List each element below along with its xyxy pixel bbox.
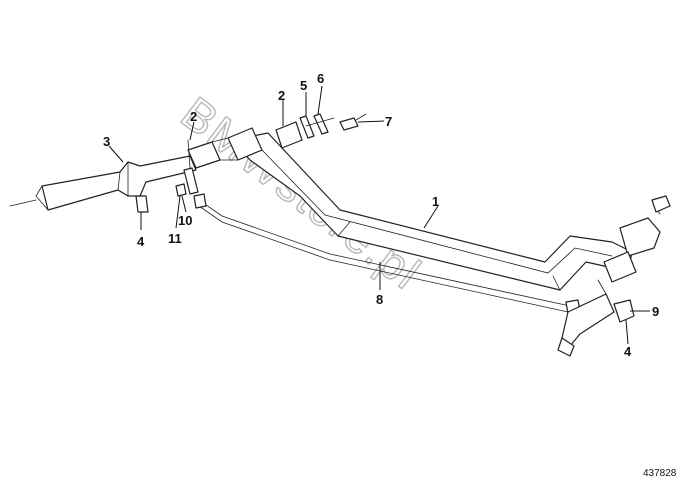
callout-4-left: 4: [137, 234, 145, 249]
callout-9: 9: [652, 304, 659, 319]
leader-lines: [108, 85, 650, 345]
callout-11: 11: [168, 231, 182, 246]
callout-1: 1: [432, 194, 439, 209]
right-grip-assembly: [557, 195, 671, 357]
top-clamp-parts: [275, 113, 367, 149]
callout-2-left: 2: [190, 109, 197, 124]
callout-5: 5: [300, 78, 307, 93]
callout-2-top: 2: [278, 88, 285, 103]
callout-6: 6: [317, 71, 324, 86]
left-lever-bracket: [175, 139, 199, 197]
callout-3: 3: [103, 134, 110, 149]
callout-10: 10: [178, 213, 192, 228]
callout-7: 7: [385, 114, 392, 129]
drawing-number: 437828: [643, 468, 677, 479]
left-grip-assembly: [9, 155, 197, 213]
callout-4-right: 4: [624, 344, 632, 359]
left-bar-end-clamp: [187, 127, 263, 169]
callout-8: 8: [376, 292, 383, 307]
